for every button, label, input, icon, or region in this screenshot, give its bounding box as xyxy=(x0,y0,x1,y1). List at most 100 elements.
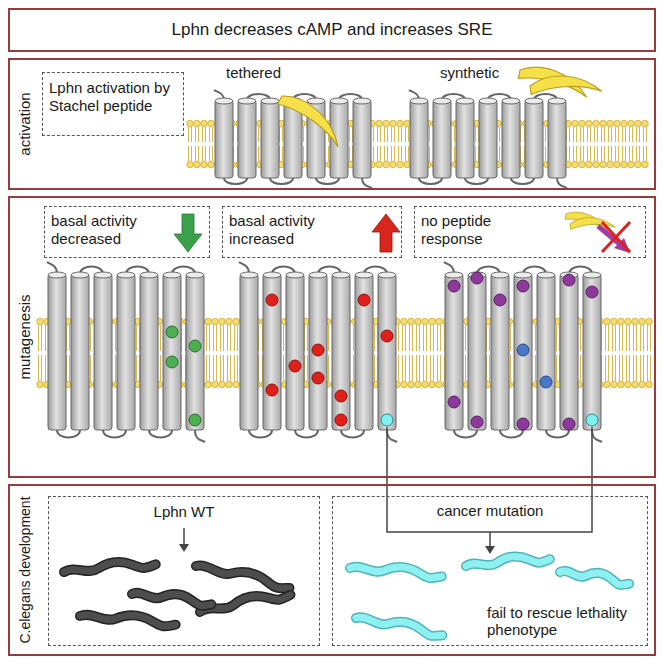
lipid-head xyxy=(233,381,240,388)
lipid-head xyxy=(408,381,415,388)
helix-top xyxy=(286,272,304,278)
lipid-head xyxy=(614,120,621,127)
lipid-head xyxy=(635,161,642,168)
lipid-head xyxy=(607,161,614,168)
helix-top xyxy=(309,272,327,278)
helix-cylinder xyxy=(548,100,566,178)
helix-cylinder xyxy=(94,274,112,430)
box-text: Lphn WT xyxy=(49,503,319,521)
helix-cylinder xyxy=(479,100,497,178)
green-mutation-dot xyxy=(166,326,178,338)
green-mutation-dot xyxy=(189,414,201,426)
purple-mutation-dot xyxy=(494,294,506,306)
lipid-head xyxy=(415,318,422,325)
dashed-box: Lphn WT xyxy=(48,496,320,646)
helix-top xyxy=(215,98,233,104)
helix-top xyxy=(240,272,258,278)
lipid-head xyxy=(233,318,240,325)
purple-mutation-dot xyxy=(563,274,575,286)
worm-outline xyxy=(355,614,443,638)
c-elegans-worm xyxy=(355,614,443,638)
receptors xyxy=(47,90,602,442)
helix-cylinder xyxy=(332,274,350,430)
lipid-head xyxy=(376,120,383,127)
lipid-head xyxy=(635,120,642,127)
section-panel: C.elegans developmentLphn WTcancer mutat… xyxy=(8,484,656,656)
helix-cylinder xyxy=(71,274,89,430)
helix-top xyxy=(583,272,601,278)
purple-mutation-dot xyxy=(586,286,598,298)
helix-cylinder xyxy=(355,274,373,430)
intracellular-loop xyxy=(511,178,534,184)
helix-top xyxy=(456,98,474,104)
arrow-head xyxy=(485,546,495,554)
box-text: Lphn activation by Stachel peptide xyxy=(49,79,179,114)
worm-outline xyxy=(80,612,176,628)
purple-mutation-dot xyxy=(471,272,483,284)
lipid-head xyxy=(607,120,614,127)
helix-cylinder xyxy=(215,100,233,178)
lipid-head xyxy=(436,381,443,388)
helix-cylinder xyxy=(163,274,181,430)
lipid-head xyxy=(187,120,194,127)
lipid-head xyxy=(593,161,600,168)
lipid-head xyxy=(397,120,404,127)
lipid-head xyxy=(219,381,226,388)
stachel-peptide xyxy=(529,70,602,101)
helix-top xyxy=(479,98,497,104)
lipid-head xyxy=(429,318,436,325)
helix-cylinder xyxy=(514,274,532,430)
helix-top xyxy=(514,272,532,278)
helix-cylinder xyxy=(433,100,451,178)
lipid-head xyxy=(226,318,233,325)
box-text: fail to rescue lethality phenotype xyxy=(487,604,639,639)
helix-cylinder xyxy=(117,274,135,430)
helix-cylinder xyxy=(261,100,279,178)
arrow-head xyxy=(179,544,189,552)
intracellular-loop xyxy=(419,178,442,184)
red-mutation-dot xyxy=(335,414,347,426)
c-elegans-worm xyxy=(195,562,291,591)
worm-outline xyxy=(64,558,156,576)
lipid-head xyxy=(205,318,212,325)
worm-outline xyxy=(559,568,630,587)
red-mutation-dot xyxy=(266,384,278,396)
annotation-label: synthetic xyxy=(440,64,499,82)
lipid-head xyxy=(37,381,44,388)
helix-cylinder xyxy=(140,274,158,430)
c-elegans-worm xyxy=(64,558,156,576)
title-text: Lphn decreases cAMP and increases SRE xyxy=(10,10,654,50)
helix-top xyxy=(525,98,543,104)
c-terminus xyxy=(362,178,372,188)
increase-arrow xyxy=(372,214,400,252)
helix-cylinder xyxy=(186,274,204,430)
section-label: C.elegans development xyxy=(17,495,34,645)
helix-top xyxy=(433,98,451,104)
red-mutation-dot xyxy=(335,390,347,402)
helix-cylinder xyxy=(583,274,601,430)
lipid-head xyxy=(642,120,649,127)
box-text: no peptide response xyxy=(421,212,541,247)
helix-top xyxy=(410,98,428,104)
helix-top xyxy=(537,272,555,278)
symbols xyxy=(64,64,630,638)
lipid-head xyxy=(390,161,397,168)
lipid-head xyxy=(646,381,653,388)
lipid-head xyxy=(593,120,600,127)
green-mutation-dot xyxy=(166,356,178,368)
helix-top xyxy=(332,272,350,278)
lipid-head xyxy=(611,381,618,388)
intracellular-loop xyxy=(465,178,488,184)
lipid-head xyxy=(415,381,422,388)
leader-line xyxy=(489,532,491,548)
helix-top xyxy=(330,98,348,104)
intracellular-loop xyxy=(454,430,477,438)
dashed-box: basal activity increased xyxy=(222,206,402,258)
lipid-head xyxy=(226,381,233,388)
lipid-head xyxy=(401,381,408,388)
intracellular-loop xyxy=(224,178,247,184)
lipid-head xyxy=(205,381,212,388)
lipid-head xyxy=(37,318,44,325)
purple-mutation-dot xyxy=(471,416,483,428)
lipid-head xyxy=(632,318,639,325)
